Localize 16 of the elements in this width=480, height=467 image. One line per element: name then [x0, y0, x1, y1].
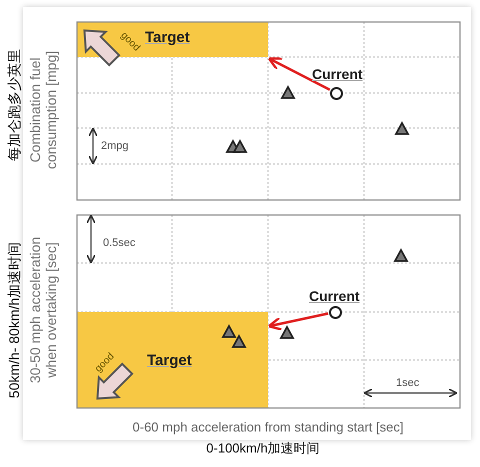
arrow [268, 312, 328, 331]
target-region [77, 312, 268, 408]
axis-label: 每加仑跑多少英里 [6, 48, 22, 163]
dimension-label: 2mpg [101, 140, 129, 153]
dimension-label: 0.5sec [103, 237, 136, 250]
target-label: Target [145, 29, 190, 46]
target-label: Target [147, 352, 192, 369]
axis-label: 50km/h- 80km/h加速时间 [6, 240, 22, 400]
arrow [268, 57, 330, 91]
point-label: Current [309, 288, 360, 304]
axis-label: Combination fuel consumption [mpg] [26, 50, 60, 172]
point-label: Current [312, 66, 363, 82]
axis-label: 0-60 mph acceleration from standing start [sec] [132, 420, 404, 436]
dimension-label: 1sec [396, 377, 420, 390]
axis-label: 0-100km/h加速时间 [205, 442, 321, 456]
axis-label: 30-50 mph acceleration when overtaking [sec] [26, 236, 60, 386]
